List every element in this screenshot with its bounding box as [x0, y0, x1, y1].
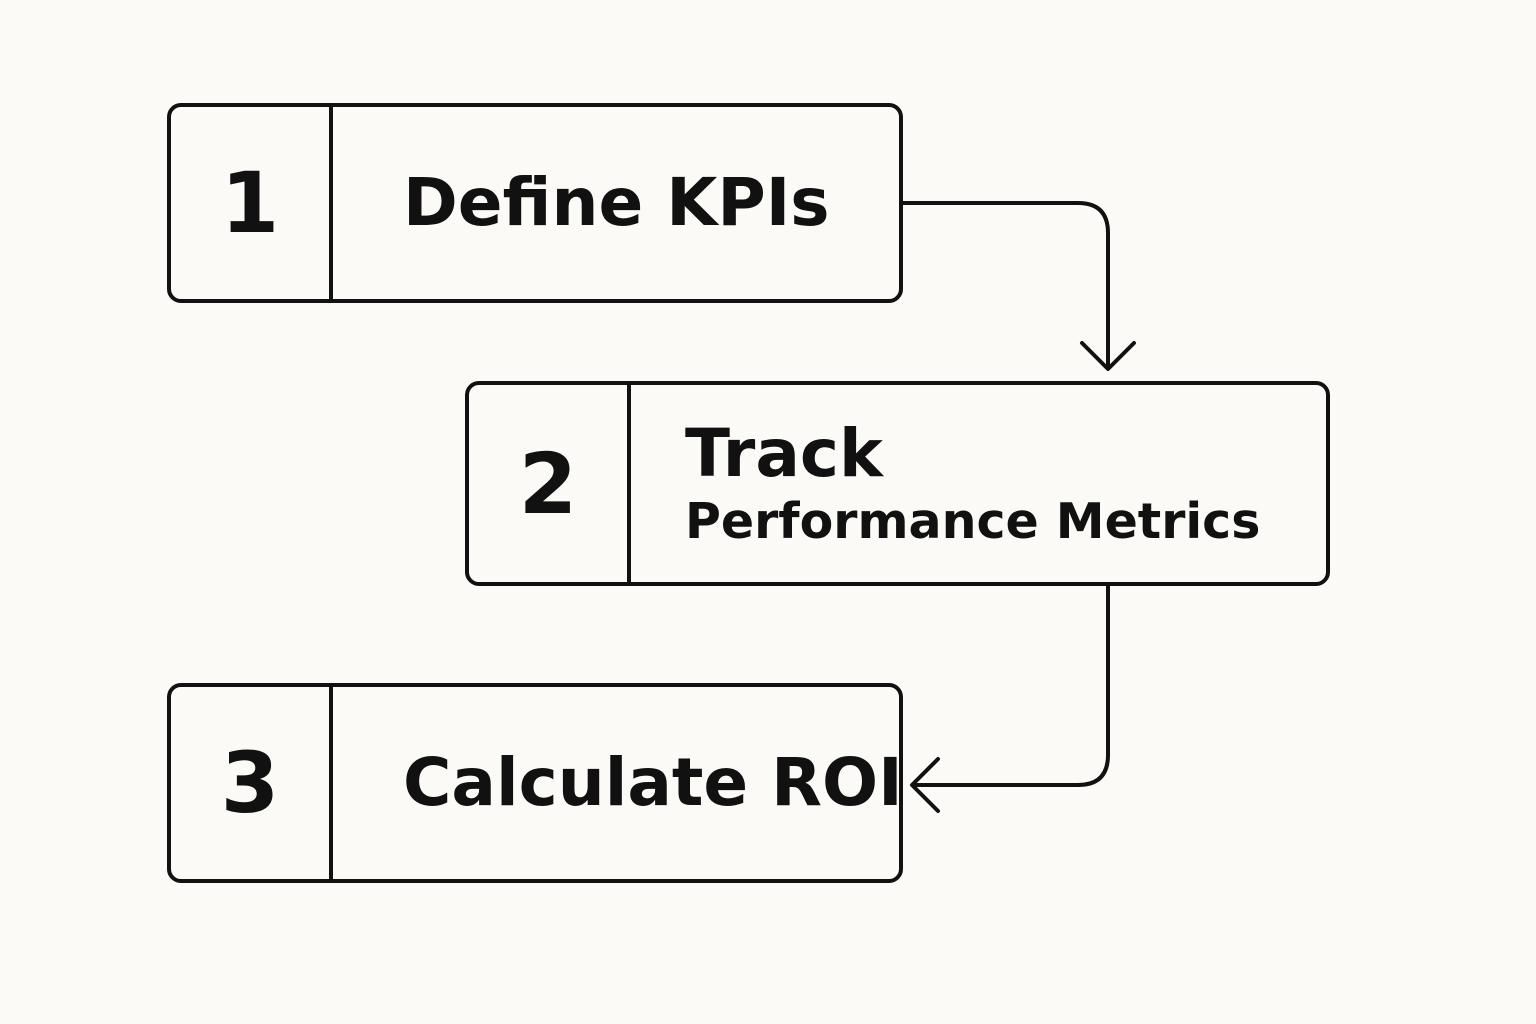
step-label-line1: Track	[685, 415, 883, 493]
step-track-performance-metrics: 2 Track Performance Metrics	[465, 381, 1330, 586]
step-calculate-roi: 3 Calculate ROI	[167, 683, 903, 883]
step-label-text: Define KPIs	[403, 163, 830, 241]
connector-2-to-3	[914, 584, 1110, 787]
step-define-kpis: 1 Define KPIs	[167, 103, 903, 303]
step-label: Calculate ROI	[333, 687, 903, 879]
step-number: 1	[171, 107, 333, 299]
step-label-line2: Performance Metrics	[685, 492, 1261, 550]
step-label-text: Calculate ROI	[403, 743, 903, 821]
arrowhead-left-icon	[910, 757, 940, 813]
step-label: Define KPIs	[333, 107, 899, 299]
step-label: Track Performance Metrics	[631, 385, 1326, 582]
connector-1-to-2	[901, 201, 1110, 368]
step-number: 3	[171, 687, 333, 879]
step-number: 2	[469, 385, 631, 582]
arrowhead-down-icon	[1080, 341, 1136, 371]
